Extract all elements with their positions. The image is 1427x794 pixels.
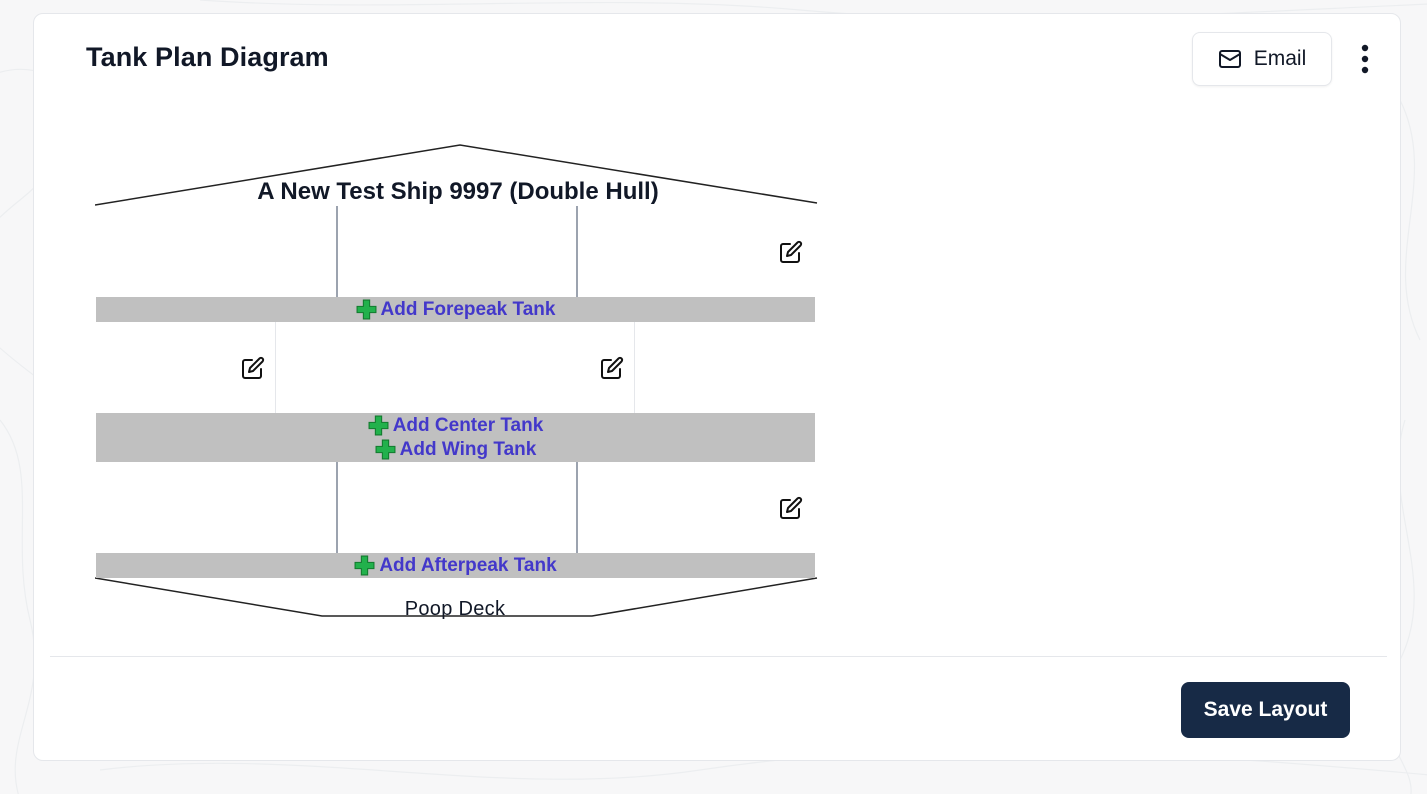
center-tank-cell[interactable]: [276, 322, 635, 413]
green-plus-icon: [354, 555, 375, 576]
wing-tank-cell-port[interactable]: [96, 322, 276, 413]
add-afterpeak-bar: Add Afterpeak Tank: [96, 553, 815, 578]
add-forepeak-tank-link[interactable]: Add Forepeak Tank: [356, 298, 556, 322]
tank-plan-diagram: A New Test Ship 9997 (Double Hull) Add F…: [95, 144, 818, 620]
add-wing-label: Add Wing Tank: [399, 438, 537, 460]
add-center-wing-bar: Add Center Tank Add Wing Tank: [96, 413, 815, 462]
add-center-label: Add Center Tank: [392, 414, 544, 436]
afterpeak-tank-row: [96, 462, 815, 553]
edit-icon[interactable]: [241, 356, 265, 380]
email-button[interactable]: Email: [1192, 32, 1332, 86]
edit-icon[interactable]: [600, 356, 624, 380]
afterpeak-tank-cell[interactable]: [96, 462, 338, 553]
save-layout-button[interactable]: Save Layout: [1181, 682, 1350, 738]
wing-tank-cell-starboard[interactable]: [635, 322, 815, 413]
forepeak-tank-cell[interactable]: [338, 206, 578, 297]
center-wing-tank-row: [96, 322, 815, 413]
add-center-tank-link[interactable]: Add Center Tank: [368, 414, 544, 438]
green-plus-icon: [375, 439, 396, 460]
green-plus-icon: [368, 415, 389, 436]
tank-plan-card: Tank Plan Diagram Email A New Test Ship …: [33, 13, 1401, 761]
forepeak-tank-row: [96, 206, 815, 297]
forepeak-tank-cell[interactable]: [96, 206, 338, 297]
more-vertical-icon: [1361, 44, 1369, 74]
add-wing-tank-link[interactable]: Add Wing Tank: [375, 438, 537, 462]
add-forepeak-label: Add Forepeak Tank: [380, 298, 556, 320]
more-options-button[interactable]: [1352, 40, 1378, 78]
email-button-label: Email: [1253, 47, 1307, 70]
ship-name: A New Test Ship 9997 (Double Hull): [257, 178, 659, 205]
page-title: Tank Plan Diagram: [86, 42, 329, 72]
green-plus-icon: [356, 299, 377, 320]
card-divider: [50, 656, 1387, 657]
mail-icon: [1218, 50, 1241, 68]
poop-deck-label: Poop Deck: [404, 598, 506, 620]
edit-icon[interactable]: [779, 496, 803, 520]
add-forepeak-bar: Add Forepeak Tank: [96, 297, 815, 322]
add-afterpeak-label: Add Afterpeak Tank: [379, 554, 557, 576]
afterpeak-tank-cell[interactable]: [578, 462, 815, 553]
ship-hull-outline: [95, 144, 818, 617]
afterpeak-tank-cell[interactable]: [338, 462, 578, 553]
edit-icon[interactable]: [779, 240, 803, 264]
add-afterpeak-tank-link[interactable]: Add Afterpeak Tank: [354, 554, 557, 578]
forepeak-tank-cell[interactable]: [578, 206, 815, 297]
